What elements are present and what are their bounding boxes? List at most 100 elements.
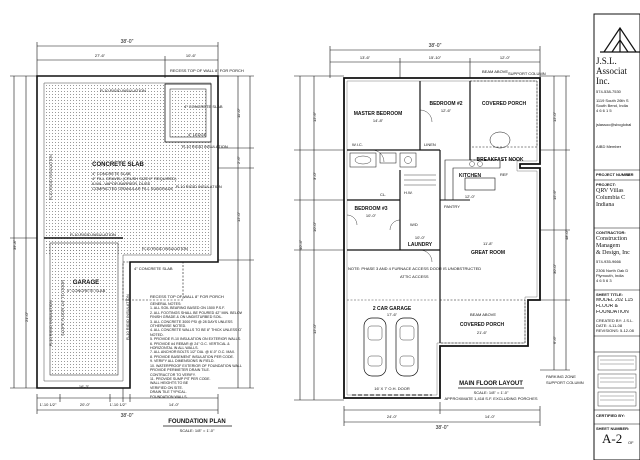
room-size: 12'-0" [464, 194, 476, 199]
room-size: 12'-6" [440, 108, 452, 113]
room-size: 10'-0" [365, 213, 377, 218]
floor-plan-scale: SCALE: 1/8" = 1'-0" [473, 390, 509, 395]
closet-label: PANTRY [444, 204, 460, 209]
floor-overall-width: 38'-0" [428, 43, 442, 49]
sheet-number: A-2 [602, 432, 623, 446]
floor-right-dim-4: 48'-0" [564, 229, 569, 240]
floor-left-dim-3: 40'-4" [298, 239, 303, 250]
note-line: 6. PROVIDE #4 REBAR @ 24" O.C. VERTICAL … [150, 341, 230, 346]
meta-line: REVISIONS: 5-12-08 [596, 328, 634, 333]
note-line: CONTRACTOR TO VERIFY. [150, 372, 196, 377]
contractor-label: CONTRACTOR: [596, 230, 626, 235]
foundation-bottom-dim-2: 20'-0" [79, 402, 91, 407]
room-size: 17'-6" [386, 312, 398, 317]
contractor-name-line: & Design, Inc [596, 250, 630, 256]
room-kitchen: KITCHEN [458, 173, 482, 179]
room-2-car-garage: 2 CAR GARAGE [372, 306, 412, 312]
note-line: 3. ALL CONCRETE 3000 PSI @ 28 DAYS UNLES… [150, 319, 233, 324]
floor-plan-area: APPROXIMATE 1,418 S.F. EXCLUDING PORCHES [444, 396, 538, 401]
slab-note: 6 MIL. VAPOR BARRIER, DUSS [92, 181, 151, 186]
sheet-of: OF [628, 440, 634, 445]
room-bedroom-3: BEDROOM #3 [354, 206, 388, 212]
project-name-line: QRV Villas [596, 188, 624, 194]
note-line: 2. ALL FOOTINGS SHALL BE POURED 42" MIN.… [150, 310, 242, 315]
meta-line: DATE: 4-11-08 [596, 323, 623, 328]
room-size: 14'-8" [372, 118, 384, 123]
insulation-label: R-10 RIGID INSULATION [176, 184, 222, 189]
floor-top-note-1: BEAM ABOVE [482, 69, 509, 74]
room-covered-porch-bottom: COVERED PORCH [459, 322, 505, 328]
foundation-mid-bottom-dim: 16'-3" [78, 384, 90, 389]
note-line: FOUNDATION WALLS. [150, 394, 188, 399]
contractor-address-line: Plymouth, India [596, 273, 624, 278]
note-line: PROVIDE PERIMETER DRAIN TILE. [150, 368, 210, 373]
firm-address-line: 1119 South 26th S [596, 98, 629, 103]
foundation-top-dim-1: 27'-6" [94, 53, 106, 58]
foundation-right-dim-2: 2'-6" [236, 156, 241, 164]
contractor-address-line: 2306 North Oak D [596, 268, 629, 273]
project-label: PROJECT: [596, 182, 616, 187]
note-line: 8. PROVIDE BASEMENT INSULATION PER CODE. [150, 354, 234, 359]
note-line: 10. WATERPROOF EXTERIOR OF FOUNDATION WA… [150, 363, 242, 368]
floor-bottom-dim-2: 14'-0" [484, 414, 496, 419]
note-line: 7. ALL ANCHOR BOLTS 1/2" DIA. @ 6'-0" O.… [150, 350, 236, 355]
title-block: J.S.L. Associat Inc. 574-538-7530 1119 S… [594, 14, 638, 458]
project-number: S1 [626, 172, 631, 177]
firm-name-line: J.S.L. [596, 56, 617, 66]
firm-phone: 574-538-7530 [596, 89, 621, 94]
slab-note: COMPACTED GRANULAR FILL SUBGRADE [92, 186, 174, 191]
note-line: 9. VERIFY ALL DIMENSIONS IN FIELD. [150, 359, 215, 364]
recess-note: RECESS TOP OF WALL 8" FOR PORCH [150, 294, 224, 299]
room-bedroom-2: BEDROOM #2 [429, 101, 463, 107]
floor-top-dim-3: 12'-0" [499, 55, 511, 60]
floor-right-dim-3: 30'-0" [552, 263, 557, 274]
floor-top-dim-2: 15'-10" [428, 55, 442, 60]
floor-right-dim-2: 15'-6" [552, 189, 557, 200]
sheet-title-line: FLOOR & [596, 304, 618, 309]
note-line: VERIFIED ON SITE. [150, 385, 183, 390]
ledge-label: 4" LEDGE [188, 132, 207, 137]
support-note: SUPPORT COLUMN [546, 380, 584, 385]
meta-line: CREATED BY: J.S.L. [596, 318, 634, 323]
insulation-label: R-10 RIGID INSULATION [48, 154, 53, 200]
insulation-label: R-10 RIGID INSULATION [142, 246, 188, 251]
sheet-number-label: SHEET NUMBER: [596, 426, 630, 431]
garage-slope-note: SLOPE FLOOR 1/4" TO DOOR [60, 280, 65, 336]
header-note: BEAM ABOVE [470, 312, 497, 317]
foundation-porch-note: RECESS TOP OF WALL 8" FOR PORCH [170, 68, 244, 73]
firm-email: jslassoc@sbcglobal [596, 122, 632, 127]
floor-overall-bottom: 38'-0" [435, 425, 449, 431]
parking-label: PARKING ZONE [546, 374, 576, 379]
note-line: GENERAL NOTES: [150, 302, 182, 306]
closet-label: W.I.C. [352, 142, 363, 147]
note-line: FINISH GRADE & ON UNDISTURBED SOIL. [150, 315, 223, 320]
floor-left-dim-4: 10'-0" [312, 221, 317, 232]
garage-slab-label: 4" CONCRETE SLAB [66, 288, 106, 293]
firm-member: AIBD Member [596, 144, 622, 149]
foundation-left-lower-dim: 21'-0" [24, 311, 29, 322]
firm-name-line: Inc. [596, 76, 610, 86]
note-line: 11. PROVIDE SUMP PIT PER CODE. [150, 376, 211, 381]
contractor-phone: 574-935-9666 [596, 259, 621, 264]
note-line: 5. PROVIDE R-10 INSULATION ON EXTERIOR W… [150, 337, 242, 342]
closet-label: W/D [410, 222, 418, 227]
foundation-right-dim-1: 11'-0" [236, 108, 241, 118]
sheet-title-line: MODEL 202 L15 [596, 298, 634, 303]
slab-note: 4" CONCRETE SLAB [92, 171, 131, 176]
floor-bottom-dim-1: 24'-0" [386, 414, 398, 419]
garage-title: GARAGE [72, 280, 100, 286]
insulation-label: R-10 RIGID INSULATION [100, 88, 146, 93]
room-size: 10'-0" [414, 235, 426, 240]
contractor-name-line: Managem [596, 243, 620, 249]
floor-top-note-2: SUPPORT COLUMN [508, 71, 546, 76]
room-breakfast-nook: BREAKFAST NOOK [476, 157, 524, 163]
closet-label: CL. [380, 192, 387, 197]
room-master-bedroom: MASTER BEDROOM [353, 111, 403, 117]
project-number-label: PROJECT NUMBER [596, 172, 634, 177]
note-line: WALL HEIGHTS TO BE [150, 381, 189, 386]
room-size: 21'-6" [476, 330, 488, 335]
room-size: 11'-8" [483, 241, 493, 246]
note-line: HORIZONTAL IN ALL WALLS. [150, 346, 199, 351]
foundation-bottom-dim-1: 1'-10 1/2" [39, 402, 57, 407]
